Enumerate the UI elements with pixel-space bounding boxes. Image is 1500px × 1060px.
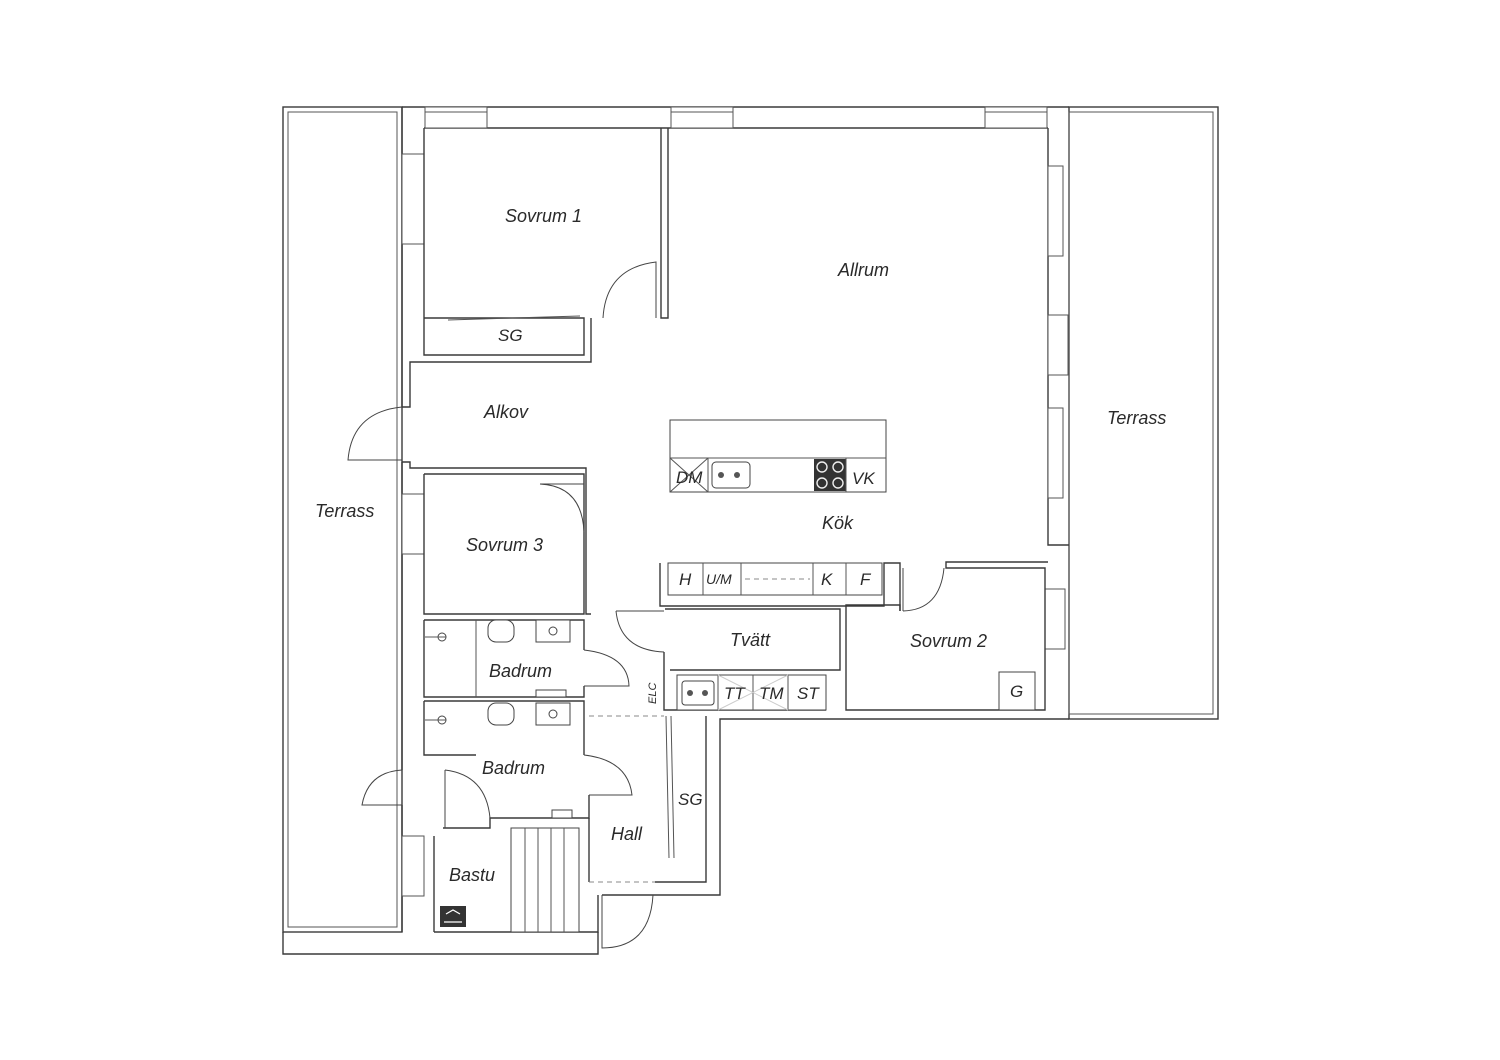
terrace-left: [282, 106, 599, 955]
label-tm: TM: [759, 684, 784, 703]
room-sovrum-3: Sovrum 3: [423, 473, 591, 615]
door-badrum-terrace: [361, 769, 403, 806]
kitchen-counter: H U/M K F: [659, 562, 901, 611]
label-g: G: [1010, 682, 1023, 701]
label-sg-sovrum-1: SG: [498, 326, 523, 345]
label-badrum-lower: Badrum: [482, 758, 545, 778]
label-um: U/M: [706, 571, 732, 587]
room-badrum-lower: Badrum: [423, 700, 664, 829]
label-sg-hall: SG: [678, 790, 703, 809]
label-allrum: Allrum: [837, 260, 889, 280]
label-tt: TT: [724, 684, 746, 703]
terrace-right: [1068, 106, 1219, 720]
room-hall: Hall SG: [588, 715, 703, 949]
room-badrum-upper: Badrum: [423, 619, 630, 698]
label-st: ST: [797, 684, 820, 703]
label-h: H: [679, 570, 692, 589]
room-alkov: Alkov: [347, 361, 587, 482]
label-sovrum-2: Sovrum 2: [910, 631, 987, 651]
label-hall: Hall: [611, 824, 643, 844]
label-terrass-right: Terrass: [1107, 408, 1166, 428]
label-dm: DM: [676, 468, 703, 487]
label-k: K: [821, 570, 833, 589]
room-sovrum-1: Sovrum 1 SG: [423, 128, 669, 363]
label-elc: ELC: [647, 683, 659, 704]
label-vk: VK: [852, 469, 875, 488]
label-bastu: Bastu: [449, 865, 495, 885]
kitchen-island: DM VK: [669, 419, 887, 493]
label-sovrum-3: Sovrum 3: [466, 535, 543, 555]
room-tvatt: Tvätt TT TM ST ELC: [615, 608, 841, 711]
label-f: F: [860, 570, 872, 589]
label-alkov: Alkov: [483, 402, 529, 422]
label-sovrum-1: Sovrum 1: [505, 206, 582, 226]
label-tvatt: Tvätt: [730, 630, 771, 650]
label-terrass-left: Terrass: [315, 501, 374, 521]
room-bastu: Bastu: [433, 769, 580, 933]
label-kok: Kök: [822, 513, 854, 533]
room-sovrum-2: Sovrum 2 G: [845, 561, 1048, 711]
label-badrum-upper: Badrum: [489, 661, 552, 681]
exterior-walls: [401, 106, 1069, 933]
